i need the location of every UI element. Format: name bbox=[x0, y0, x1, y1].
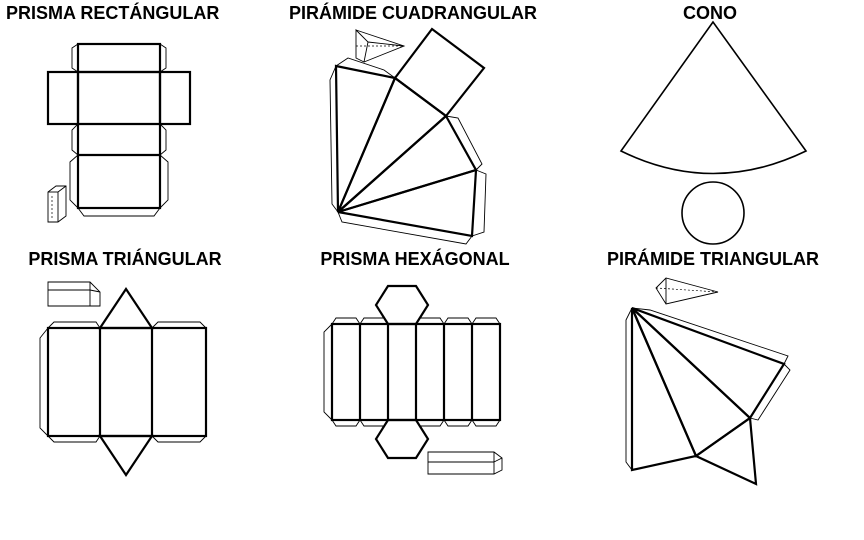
title-prisma-hexagonal: PRISMA HEXÁGONAL bbox=[320, 249, 510, 269]
title-piramide-triangular: PIRÁMIDE TRIANGULAR bbox=[607, 249, 819, 269]
title-prisma-triangular: PRISMA TRIÁNGULAR bbox=[28, 249, 222, 269]
title-piramide-cuadrangular: PIRÁMIDE CUADRANGULAR bbox=[289, 3, 537, 23]
net-piramide-triangular bbox=[625, 277, 791, 486]
net-prisma-rectangular bbox=[46, 42, 192, 223]
net-prisma-hexagonal bbox=[323, 284, 503, 475]
net-prisma-triangular bbox=[39, 281, 208, 477]
title-prisma-rectangular: PRISMA RECTÁNGULAR bbox=[6, 3, 220, 23]
title-cono: CONO bbox=[683, 3, 737, 23]
net-piramide-cuadrangular bbox=[329, 27, 487, 245]
net-cono bbox=[619, 20, 808, 245]
